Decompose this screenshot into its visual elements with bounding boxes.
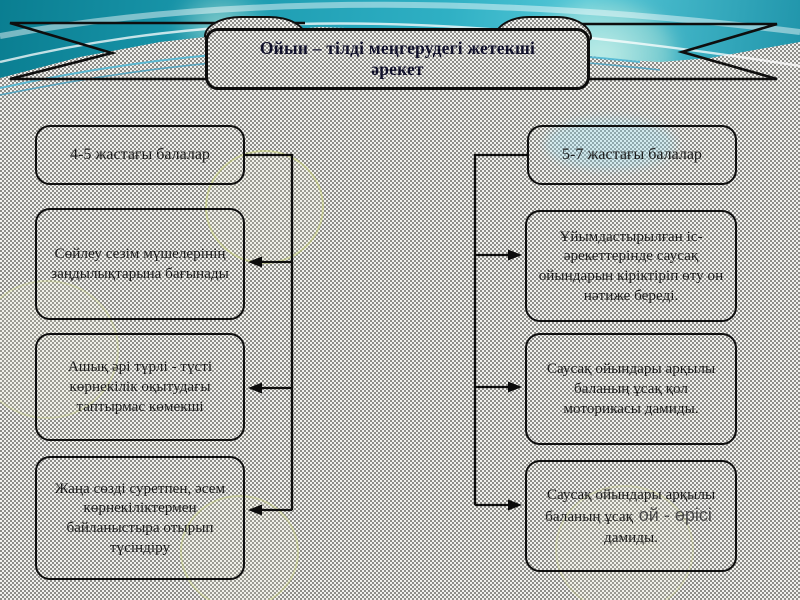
node-text: 5-7 жастағы балалар (562, 146, 702, 164)
node-text-tail: дамиды. (604, 528, 658, 546)
node-text: Саусақ ойындары арқылы баланың ұсақ ой -… (536, 485, 726, 548)
watermark-circle (205, 150, 324, 264)
watermark-circle (555, 485, 694, 600)
arrowheads (248, 249, 522, 516)
node-text: Ұйымдастырылған іс-әрекеттерінде саусақ … (538, 227, 724, 304)
node-text: Сөйлеу сезім мүшелерінің заңдылықтарына … (51, 245, 229, 282)
node-text: Жаңа сөзді суретпен, әсем көрнекіліктерм… (54, 479, 226, 556)
node-right-1: Ұйымдастырылған іс-әрекеттерінде саусақ … (525, 210, 737, 322)
watermark-circle (180, 495, 299, 600)
connector-right-spine (473, 153, 527, 505)
white-swoosh (0, 1, 800, 39)
arrowhead-left (248, 382, 262, 394)
node-left-2: Ашық әрі түрлі - түсті көрнекілік оқытуд… (35, 333, 245, 441)
node-text-main: Саусақ ойындары арқылы баланың ұсақ (545, 485, 716, 526)
node-text-accent: ой - өрісі (638, 505, 712, 526)
white-swoosh (0, 22, 800, 68)
node-left-header: 4-5 жастағы балалар (35, 125, 245, 185)
ribbon-right-tail (552, 22, 778, 81)
arrowhead-left (248, 256, 262, 268)
node-left-1: Сөйлеу сезім мүшелерінің заңдылықтарына … (35, 208, 245, 320)
node-left-3: Жаңа сөзді суретпен, әсем көрнекіліктерм… (35, 456, 245, 580)
slide-title: Ойын – тілді меңгерудегі жетекші әрекет (259, 37, 536, 79)
node-text: Саусақ ойындары арқылы баланың ұсақ қол … (546, 360, 716, 417)
arrowhead-right (508, 499, 522, 511)
title-banner: Ойын – тілді меңгерудегі жетекші әрекет (205, 28, 590, 90)
node-text: 4-5 жастағы балалар (70, 146, 210, 164)
arrowhead-left (248, 504, 262, 516)
connector-left-spine (245, 153, 294, 510)
node-right-2: Саусақ ойындары арқылы баланың ұсақ қол … (525, 333, 737, 445)
node-right-header: 5-7 жастағы балалар (527, 125, 737, 185)
node-text: Ашық әрі түрлі - түсті көрнекілік оқытуд… (67, 358, 213, 415)
arrowhead-right (508, 249, 522, 261)
arrowhead-right (508, 381, 522, 393)
node-right-3: Саусақ ойындары арқылы баланың ұсақ ой -… (525, 460, 737, 572)
